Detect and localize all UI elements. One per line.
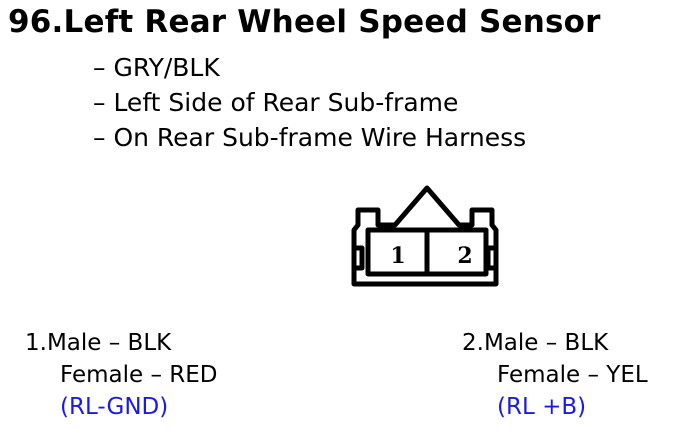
left-notch: [351, 245, 365, 271]
page-title: 96.Left Rear Wheel Speed Sensor: [8, 4, 601, 40]
pin-label-1: 1: [390, 243, 405, 269]
right-notch: [485, 245, 499, 271]
sensor-details-list: – GRY/BLK – Left Side of Rear Sub-frame …: [93, 50, 526, 155]
location-item: – Left Side of Rear Sub-frame: [93, 88, 459, 117]
pin-1-info: 1.Male – BLK Female – RED (RL-GND): [25, 327, 218, 423]
connector-diagram: 1 2: [351, 185, 499, 287]
pin-2-female: Female – YEL: [497, 362, 648, 388]
pin-label-2: 2: [457, 243, 472, 269]
pin-2-circuit: (RL +B): [497, 394, 587, 420]
pin-2-info: 2.Male – BLK Female – YEL (RL +B): [462, 327, 648, 423]
connector-housing: [351, 185, 499, 287]
pin-1-male: 1.Male – BLK: [25, 330, 172, 356]
connector-cavity: [365, 227, 489, 277]
pin-1-circuit: (RL-GND): [60, 394, 169, 420]
wire-color-item: – GRY/BLK: [93, 53, 220, 82]
harness-item: – On Rear Sub-frame Wire Harness: [93, 123, 527, 152]
pin-2-male: 2.Male – BLK: [462, 330, 609, 356]
pin-1-female: Female – RED: [60, 362, 218, 388]
